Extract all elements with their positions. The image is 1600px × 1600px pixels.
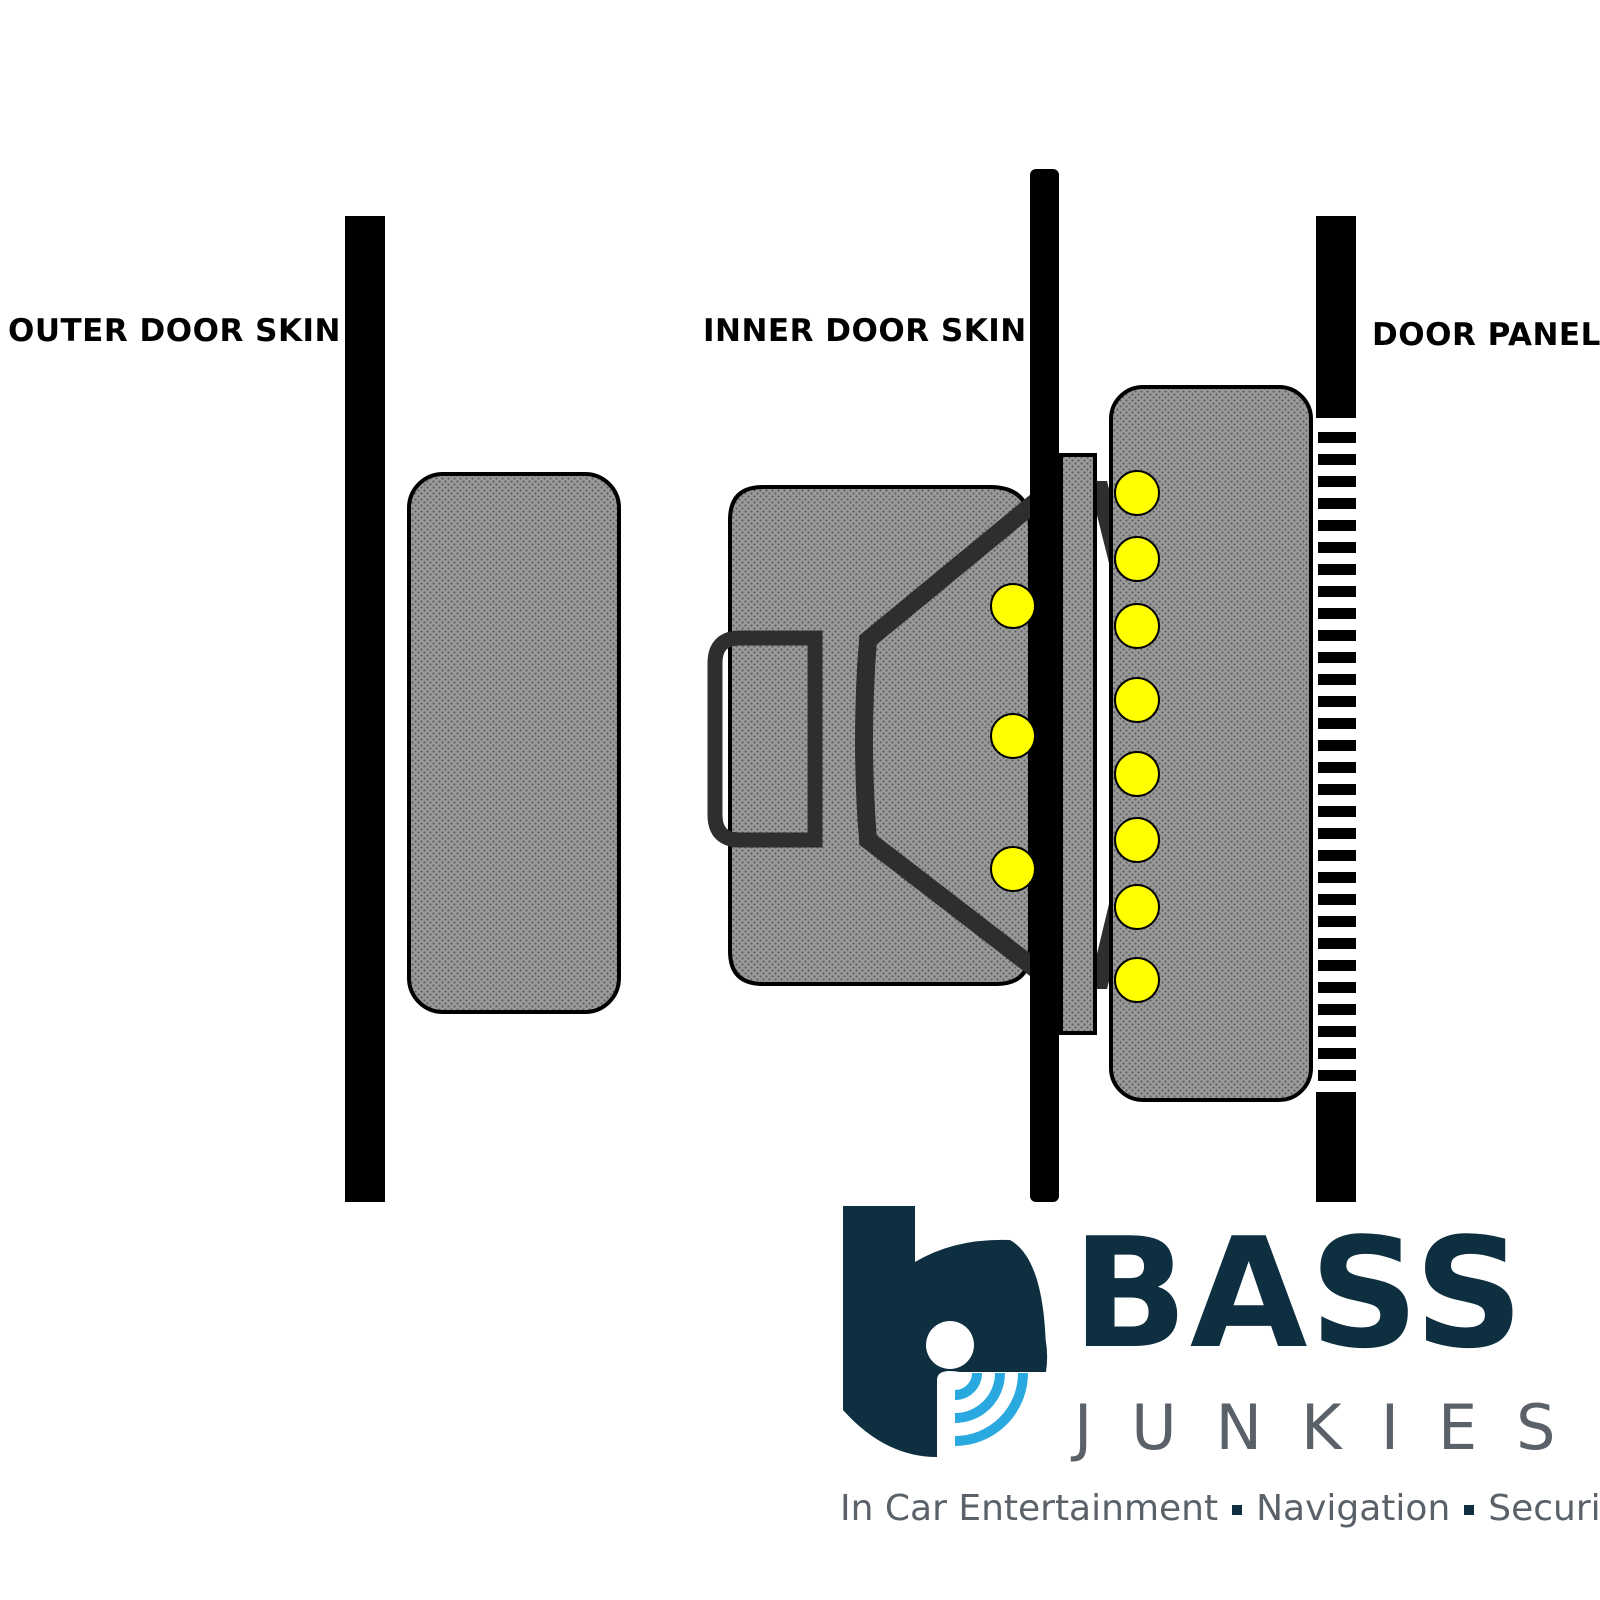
grille-slat (1318, 564, 1356, 575)
screw (1114, 470, 1160, 516)
grille-slat (1318, 476, 1356, 487)
door-panel-bar-bottom (1316, 1092, 1356, 1202)
grille-slat (1318, 520, 1356, 531)
screw (990, 713, 1036, 759)
screw (1114, 677, 1160, 723)
door-panel-bar-top (1316, 216, 1356, 418)
grille-slat (1318, 894, 1356, 905)
outer-foam-block (407, 472, 621, 1014)
speaker-rear-foam-block (728, 485, 1032, 986)
tagline-separator (1232, 1505, 1243, 1515)
grille-slat (1318, 454, 1356, 465)
grille-slat (1318, 762, 1356, 773)
screw (1114, 817, 1160, 863)
tagline-separator (1464, 1505, 1475, 1515)
logo-wave-3 (954, 1372, 1028, 1446)
screw (1114, 751, 1160, 797)
outer-door-skin-bar (345, 216, 385, 1202)
grille-slat (1318, 1004, 1356, 1015)
grille-slat (1318, 630, 1356, 641)
grille-slat (1318, 872, 1356, 883)
grille-slat (1318, 916, 1356, 927)
speaker-magnet (707, 630, 823, 848)
logo-wave-2 (954, 1372, 1005, 1423)
grille-slat (1318, 718, 1356, 729)
grille-slat (1318, 1048, 1356, 1059)
grille-slat (1318, 960, 1356, 971)
grille-slat (1318, 432, 1356, 443)
grille-slat (1318, 586, 1356, 597)
screw-group-inner (990, 583, 1036, 892)
grille-slat (1318, 982, 1356, 993)
label-door-panel: DOOR PANEL (1372, 317, 1600, 353)
grille-slat (1318, 608, 1356, 619)
screw (1114, 603, 1160, 649)
screw (1114, 884, 1160, 930)
grille-slat (1318, 674, 1356, 685)
grille-slat (1318, 806, 1356, 817)
grille-slat (1318, 784, 1356, 795)
door-panel-grille (1318, 432, 1356, 1081)
grille-slat (1318, 542, 1356, 553)
tagline-navigation: Navigation (1256, 1488, 1451, 1529)
logo-b-hole (926, 1321, 974, 1369)
screw (1114, 957, 1160, 1003)
grille-slat (1318, 696, 1356, 707)
logo-wave-1 (954, 1372, 982, 1400)
grille-slat (1318, 652, 1356, 663)
speaker-mounting-baffle (1059, 453, 1097, 1035)
grille-slat (1318, 740, 1356, 751)
logo-tagline: In Car Entertainment Navigation Security (840, 1488, 1600, 1529)
logo-wordmark-junkies: JUNKIES (1074, 1391, 1595, 1464)
grille-slat (1318, 850, 1356, 861)
screw (1114, 536, 1160, 582)
front-foam-ring (1109, 385, 1313, 1102)
screw-group-outer (1114, 470, 1160, 1003)
label-outer-door-skin: OUTER DOOR SKIN (8, 313, 341, 349)
logo-wordmark-bass: BASS (1072, 1205, 1526, 1382)
tagline-security: Security (1488, 1488, 1600, 1529)
inner-door-skin-bar (1030, 169, 1059, 1202)
grille-slat (1318, 1026, 1356, 1037)
grille-slat (1318, 938, 1356, 949)
tagline-in-car-entertainment: In Car Entertainment (840, 1488, 1219, 1529)
grille-slat (1318, 1070, 1356, 1081)
screw (990, 846, 1036, 892)
grille-slat (1318, 498, 1356, 509)
bass-junkies-logo-mark (843, 1206, 1048, 1457)
grille-slat (1318, 828, 1356, 839)
label-inner-door-skin: INNER DOOR SKIN (703, 313, 1027, 349)
screw (990, 583, 1036, 629)
